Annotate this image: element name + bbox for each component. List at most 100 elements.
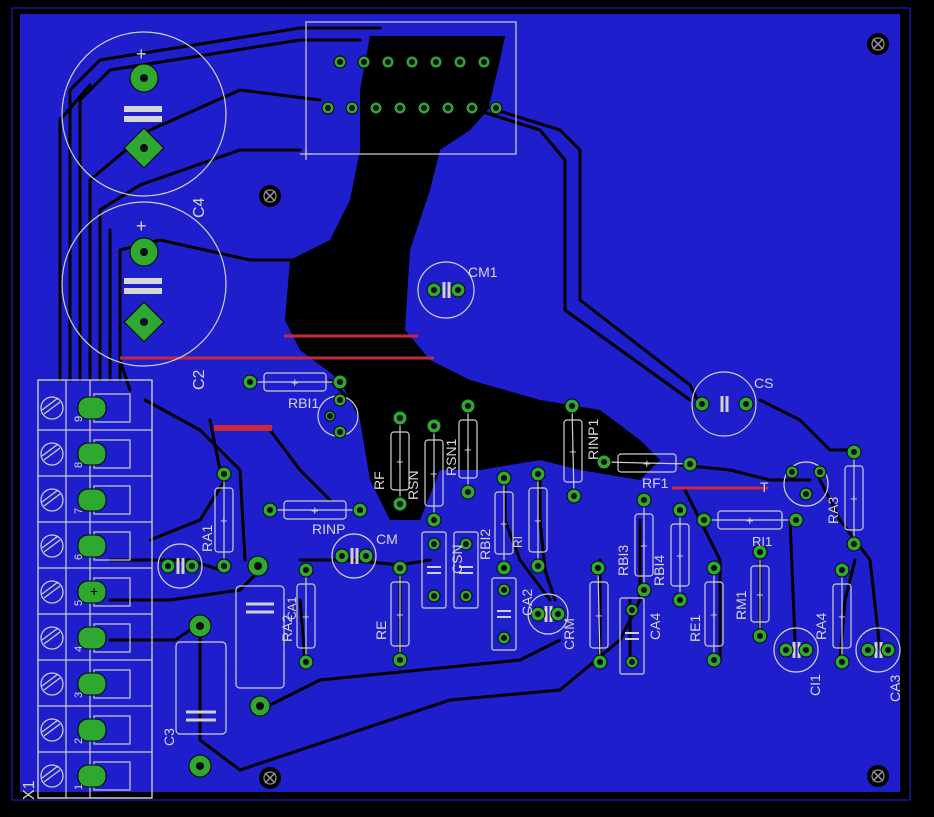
resistor-re: + (390, 560, 410, 668)
pad (496, 560, 512, 576)
pad (706, 652, 722, 668)
pad (530, 558, 546, 574)
pad (427, 589, 441, 603)
pad (682, 456, 698, 472)
resistor-rm1: + (750, 544, 770, 644)
terminal-pin-label: 7 (73, 508, 85, 514)
resistor-rbi4: + (670, 502, 690, 608)
ground-pour (285, 36, 660, 520)
resistor-rf: + (390, 410, 410, 512)
resistor-rbi2: + (494, 470, 514, 576)
pad (550, 606, 566, 622)
capacitor-ca3 (855, 627, 901, 673)
label-rf1: RF1 (642, 475, 669, 491)
pad (298, 562, 314, 578)
pad (298, 654, 314, 670)
capacitor-csn-a (421, 531, 447, 609)
label-ca2: CA2 (519, 589, 535, 616)
svg-text:+: + (643, 456, 651, 471)
svg-text:+: + (710, 607, 718, 622)
label-ci1: CI1 (807, 674, 823, 696)
header-pin (357, 55, 371, 69)
header-pin (321, 101, 335, 115)
capacitor-cm1 (417, 261, 475, 319)
pad (324, 410, 336, 422)
pad (459, 589, 473, 603)
pad (358, 548, 374, 564)
label-ca1: CA1 (285, 596, 299, 620)
pad (392, 560, 408, 576)
pad (242, 374, 258, 390)
label-crm: CRM (561, 618, 577, 650)
label-rf: RF (371, 471, 387, 490)
header-pin (345, 101, 359, 115)
label-rbi1: RBI1 (288, 395, 319, 411)
svg-text:+: + (311, 503, 319, 518)
label-c3: C3 (161, 728, 177, 746)
pad (450, 282, 466, 298)
terminal-row: 3 (38, 669, 152, 707)
terminal-pin-label: 8 (73, 462, 85, 468)
pad (834, 654, 850, 670)
mount-hole-mid-left (259, 185, 281, 207)
pad (636, 492, 652, 508)
mount-hole-bottom-mid (259, 767, 281, 789)
capacitor-csn (453, 531, 479, 609)
pad (216, 466, 232, 482)
header-pin (405, 55, 419, 69)
capacitor-ci1 (773, 627, 819, 673)
pad (625, 603, 639, 617)
pad (530, 606, 546, 622)
header-pin (369, 101, 383, 115)
svg-text:+: + (676, 548, 684, 563)
terminal-pin-label: 6 (73, 554, 85, 560)
pad (333, 393, 347, 407)
label-c2: C2 (191, 369, 208, 390)
capacitor-cm (331, 533, 377, 579)
terminal-row: 1 (38, 761, 152, 799)
pad (672, 592, 688, 608)
label-ra2: RA2 (279, 615, 295, 642)
svg-text:+: + (595, 608, 603, 623)
label-t: T (760, 479, 769, 495)
pad (427, 537, 441, 551)
terminal-pin-label: 2 (73, 738, 85, 744)
jumper-wires (120, 334, 768, 490)
pad (788, 512, 804, 528)
pad (262, 502, 278, 518)
pad (846, 444, 862, 460)
pad (426, 418, 442, 434)
terminal-row: 2 (38, 715, 152, 753)
terminal-row: 6 (38, 531, 152, 569)
label-rsn: RSN (405, 470, 421, 500)
pad (834, 562, 850, 578)
terminal-row: 4 (38, 623, 152, 661)
header-pin (477, 55, 491, 69)
c2-plus: + (136, 216, 147, 236)
capacitor-c4: + C4 (61, 31, 227, 218)
pad (694, 396, 710, 412)
label-rm1: RM1 (733, 590, 749, 620)
pad (460, 484, 476, 500)
label-rbi2: RBI2 (477, 529, 493, 560)
header-pin (489, 101, 503, 115)
pad (798, 642, 814, 658)
terminal-row: 8 (38, 439, 152, 477)
label-x1: X1 (21, 780, 38, 800)
label-rbi4: RBI4 (651, 555, 667, 586)
svg-text:+: + (396, 607, 404, 622)
capacitor-cs (691, 371, 757, 437)
pad (216, 558, 232, 574)
capacitor-ca2-box (491, 577, 517, 651)
pad (706, 560, 722, 576)
resistor-rf1: + (596, 453, 698, 473)
pad (696, 512, 712, 528)
pad (880, 642, 896, 658)
resistor-rbi1: + (242, 372, 348, 392)
label-csn: CSN (449, 544, 465, 574)
pad (752, 628, 768, 644)
transistor-t (783, 461, 829, 507)
resistor-crm: + (589, 560, 609, 670)
